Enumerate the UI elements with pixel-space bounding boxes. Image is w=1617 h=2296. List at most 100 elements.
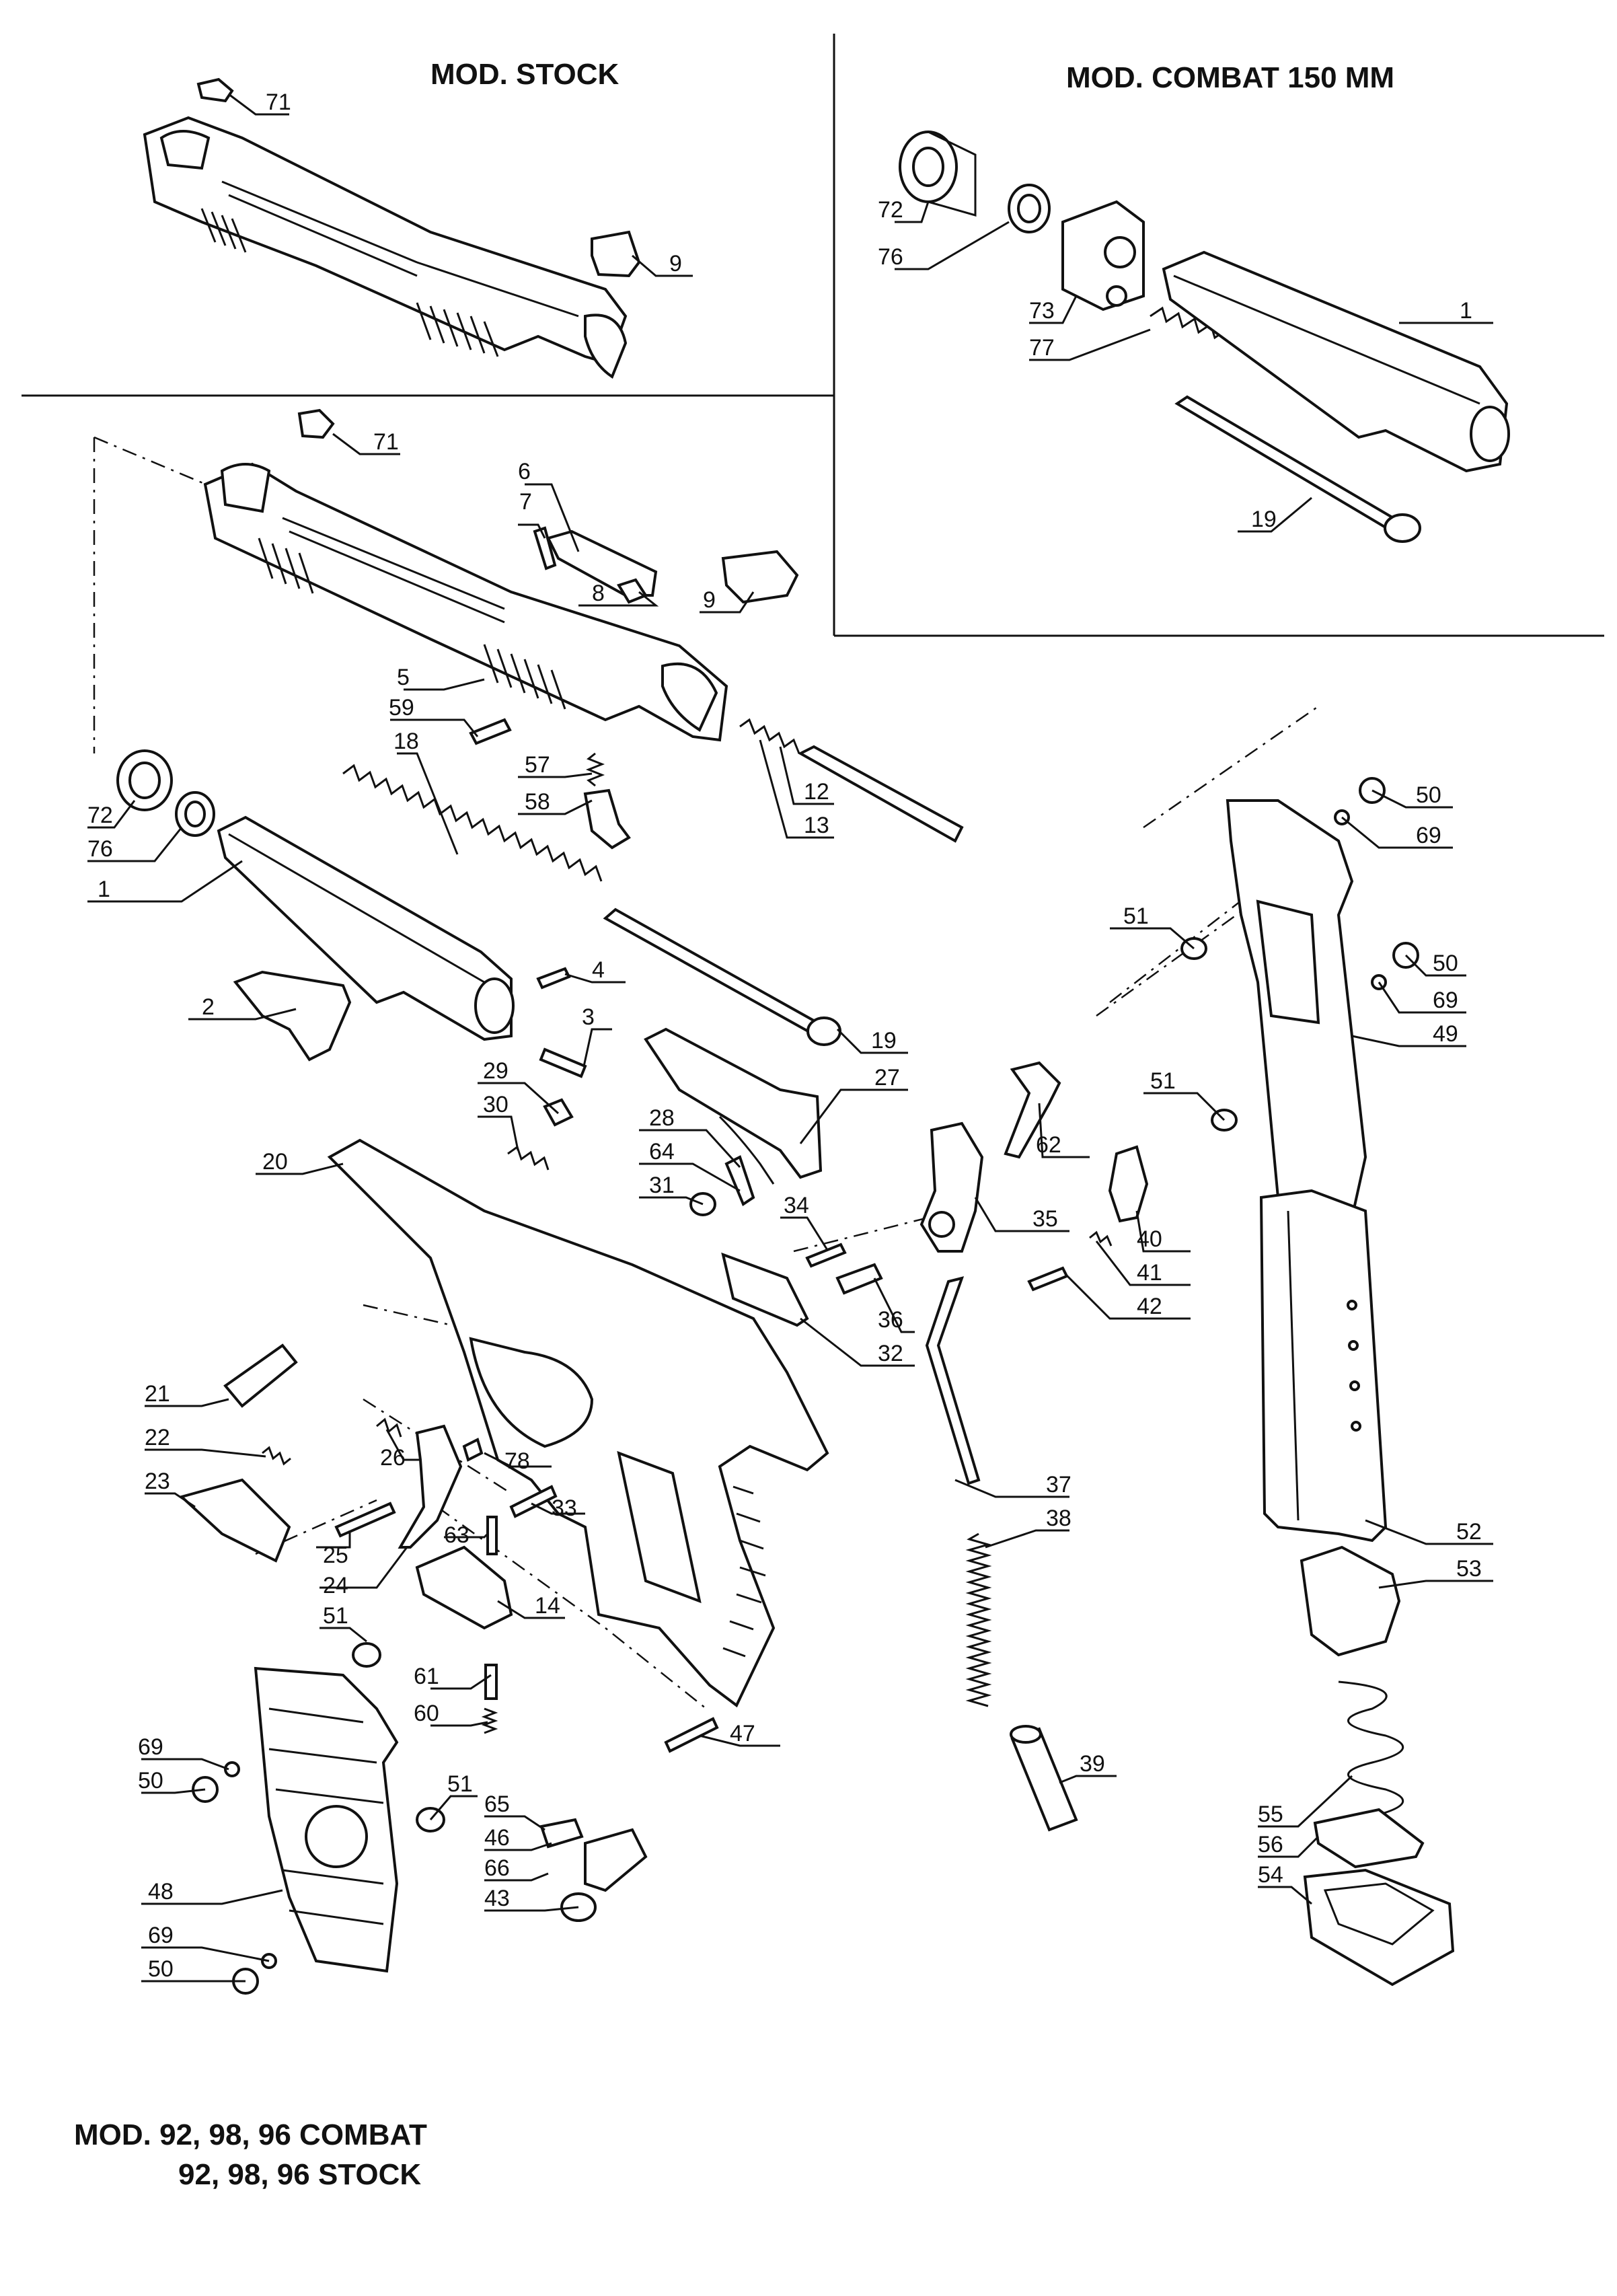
part-3-pin	[539, 1047, 587, 1078]
part-62-safety-lever	[1004, 1061, 1061, 1159]
callout-57: 57	[525, 752, 550, 778]
part-9-main	[721, 550, 799, 604]
callout-leaders	[87, 93, 1493, 1983]
part-34-pin	[805, 1243, 847, 1268]
part-63-pin	[486, 1516, 498, 1555]
callout-25: 25	[323, 1543, 348, 1568]
part-12-13-firing-pin	[739, 718, 964, 843]
callout-58: 58	[525, 789, 550, 815]
callout-3: 3	[582, 1004, 595, 1030]
callout-48: 48	[148, 1879, 174, 1904]
title-models-line2: 92, 98, 96 STOCK	[178, 2158, 421, 2191]
part-71-main	[297, 408, 335, 439]
callout-50: 50	[148, 1956, 174, 1982]
part-37-trigger-bar-spring	[925, 1276, 981, 1485]
part-18-recoil-spring	[342, 764, 603, 882]
callout-4: 4	[592, 957, 605, 983]
panel-dividers	[22, 34, 1604, 637]
callout-76: 76	[87, 836, 113, 862]
callout-72: 72	[87, 803, 113, 828]
part-48-left-grip-panel	[254, 1666, 399, 1973]
callout-37: 37	[1046, 1472, 1071, 1497]
callout-2: 2	[202, 994, 215, 1020]
part-57-spring	[585, 752, 605, 787]
callout-19: 19	[1251, 507, 1277, 532]
callout-66: 66	[484, 1855, 510, 1881]
callout-36: 36	[878, 1307, 903, 1333]
callout-49: 49	[1433, 1021, 1458, 1047]
callout-35: 35	[1032, 1206, 1058, 1232]
stock-slide-drawing	[143, 116, 628, 379]
part-76-main	[175, 791, 215, 837]
callout-59: 59	[389, 695, 414, 720]
callout-labels: 71 9 72 76 73 77 1 19 71 6 7 8 9 5 59 18…	[87, 89, 1482, 1982]
part-5-slide	[203, 462, 728, 742]
callout-26: 26	[380, 1445, 406, 1471]
part-56-magazine-plate	[1313, 1808, 1425, 1869]
callout-72: 72	[878, 197, 903, 223]
callout-69: 69	[138, 1734, 163, 1760]
callout-51: 51	[447, 1771, 473, 1797]
callout-43: 43	[484, 1886, 510, 1911]
callout-28: 28	[649, 1105, 675, 1131]
combat-part-19-guide-rod	[1174, 395, 1421, 543]
callout-77: 77	[1029, 335, 1055, 361]
part-65-46-66-43-slide-catch-group	[539, 1818, 648, 1922]
part-58-extractor	[583, 788, 631, 850]
callout-6: 6	[518, 459, 531, 484]
part-51-bushings-right	[1180, 937, 1238, 1132]
callout-13: 13	[804, 813, 829, 838]
part-61-60-pin-spring	[481, 1664, 498, 1734]
stock-part-71	[196, 77, 234, 103]
callout-60: 60	[414, 1701, 439, 1726]
part-19-guide-rod	[603, 908, 841, 1046]
callout-38: 38	[1046, 1506, 1071, 1531]
callout-69: 69	[1433, 988, 1458, 1013]
part-21-22-23-slide-stop-group	[178, 1343, 298, 1563]
callout-64: 64	[649, 1139, 675, 1164]
callout-51: 51	[1123, 903, 1149, 929]
callout-51: 51	[323, 1603, 348, 1629]
combat-part-73	[1061, 200, 1145, 311]
callout-42: 42	[1137, 1294, 1162, 1319]
part-51-bushing-left-top	[352, 1642, 381, 1668]
callout-71: 71	[266, 89, 291, 115]
callout-56: 56	[1258, 1832, 1283, 1857]
part-36-pin	[835, 1263, 883, 1295]
callout-53: 53	[1456, 1556, 1482, 1582]
part-38-hammer-spring	[965, 1532, 992, 1707]
callout-29: 29	[483, 1058, 509, 1084]
callout-22: 22	[145, 1425, 170, 1450]
part-72-main	[116, 749, 173, 811]
callout-65: 65	[484, 1791, 510, 1817]
part-53-magazine-follower	[1300, 1545, 1401, 1657]
part-32-ejector	[721, 1252, 809, 1327]
combat-part-1-barrel	[1162, 250, 1510, 473]
callout-31: 31	[649, 1173, 675, 1198]
part-4-pin	[536, 967, 571, 990]
part-54-magazine-floorplate	[1303, 1868, 1455, 1987]
callout-21: 21	[145, 1381, 170, 1407]
callout-50: 50	[1416, 782, 1441, 808]
part-64-spring	[724, 1155, 755, 1207]
callout-69: 69	[1416, 823, 1441, 848]
part-2-locking-block	[233, 970, 352, 1062]
callout-76: 76	[878, 244, 903, 270]
part-25-33-78-pins	[334, 1438, 558, 1538]
callout-27: 27	[874, 1065, 900, 1090]
callout-7: 7	[519, 489, 532, 515]
part-8-plunger	[616, 578, 648, 604]
stock-part-9	[591, 230, 641, 278]
part-6-decocker	[546, 529, 658, 597]
part-35-hammer	[919, 1121, 984, 1253]
part-20-frame	[327, 1138, 829, 1708]
callout-1: 1	[98, 877, 110, 902]
callout-19: 19	[871, 1028, 897, 1053]
title-mod-combat: MOD. COMBAT 150 MM	[1066, 61, 1394, 94]
part-50-69-screws-left	[192, 1761, 277, 1995]
callout-54: 54	[1258, 1862, 1283, 1888]
callout-78: 78	[504, 1448, 530, 1474]
callout-33: 33	[552, 1495, 577, 1521]
callout-9: 9	[703, 587, 716, 613]
callout-63: 63	[444, 1522, 469, 1548]
